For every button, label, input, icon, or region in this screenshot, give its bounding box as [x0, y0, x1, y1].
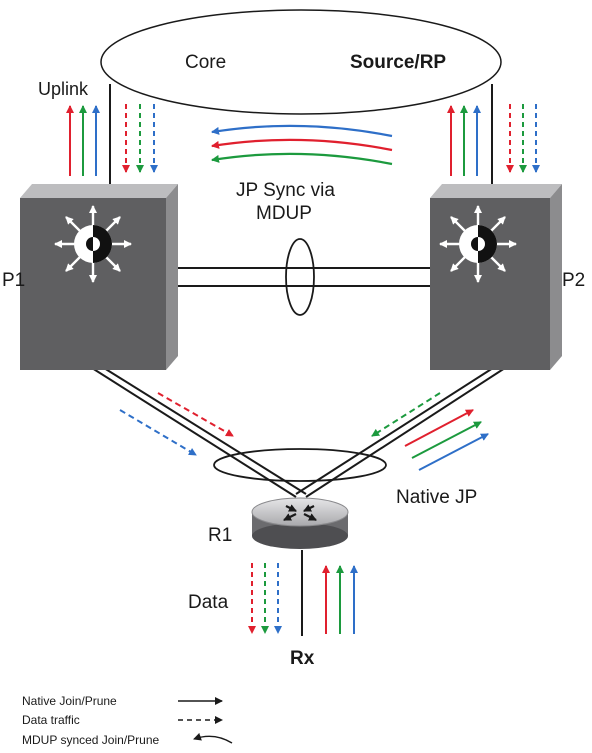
rx-label: Rx [290, 648, 315, 669]
r1-router-icon [283, 504, 317, 521]
p1-uplink-data-arrows [122, 104, 158, 173]
legend-data-label: Data traffic [22, 713, 80, 727]
r1-label: R1 [208, 525, 232, 546]
legend-native-label: Native Join/Prune [22, 694, 117, 708]
p2-label: P2 [562, 270, 585, 291]
p1-switch [20, 184, 178, 370]
p2-switch-icon [439, 205, 517, 283]
peer-link [168, 238, 432, 316]
legend-mdup-arrow [193, 732, 233, 744]
r1-router [251, 497, 349, 549]
p1-label: P1 [2, 270, 25, 291]
p2-switch [430, 184, 562, 370]
data-label: Data [188, 592, 229, 613]
legend-mdup-label: MDUP synced Join/Prune [22, 733, 160, 747]
p2-r1-link [295, 367, 506, 498]
p1-to-r1-data-arrows [119, 392, 234, 456]
jp-sync-label-line1: JP Sync via [236, 180, 335, 201]
core-label: Core [185, 52, 226, 73]
p1-switch-icon [54, 205, 132, 283]
jp-sync-label-line2: MDUP [256, 203, 312, 224]
p2-uplink-data-arrows [506, 104, 540, 173]
p1-uplink-native-arrows [66, 105, 100, 176]
rx-data-arrows [248, 563, 282, 634]
uplink-label: Uplink [38, 79, 89, 99]
rx-native-arrows [322, 565, 358, 634]
legend: Native Join/Prune Data traffic MDUP sync… [22, 694, 233, 747]
p2-to-r1-data-arrow [371, 392, 441, 437]
p1-r1-link [91, 367, 307, 498]
p2-uplink-native-arrows [447, 105, 481, 176]
r1-link-bundle [213, 448, 387, 482]
native-jp-label: Native JP [396, 487, 477, 508]
r1-to-p2-native-arrows [404, 409, 489, 471]
core-cloud [100, 9, 502, 115]
mdup-sync-arrows [211, 124, 393, 166]
source-rp-label: Source/RP [350, 52, 446, 73]
